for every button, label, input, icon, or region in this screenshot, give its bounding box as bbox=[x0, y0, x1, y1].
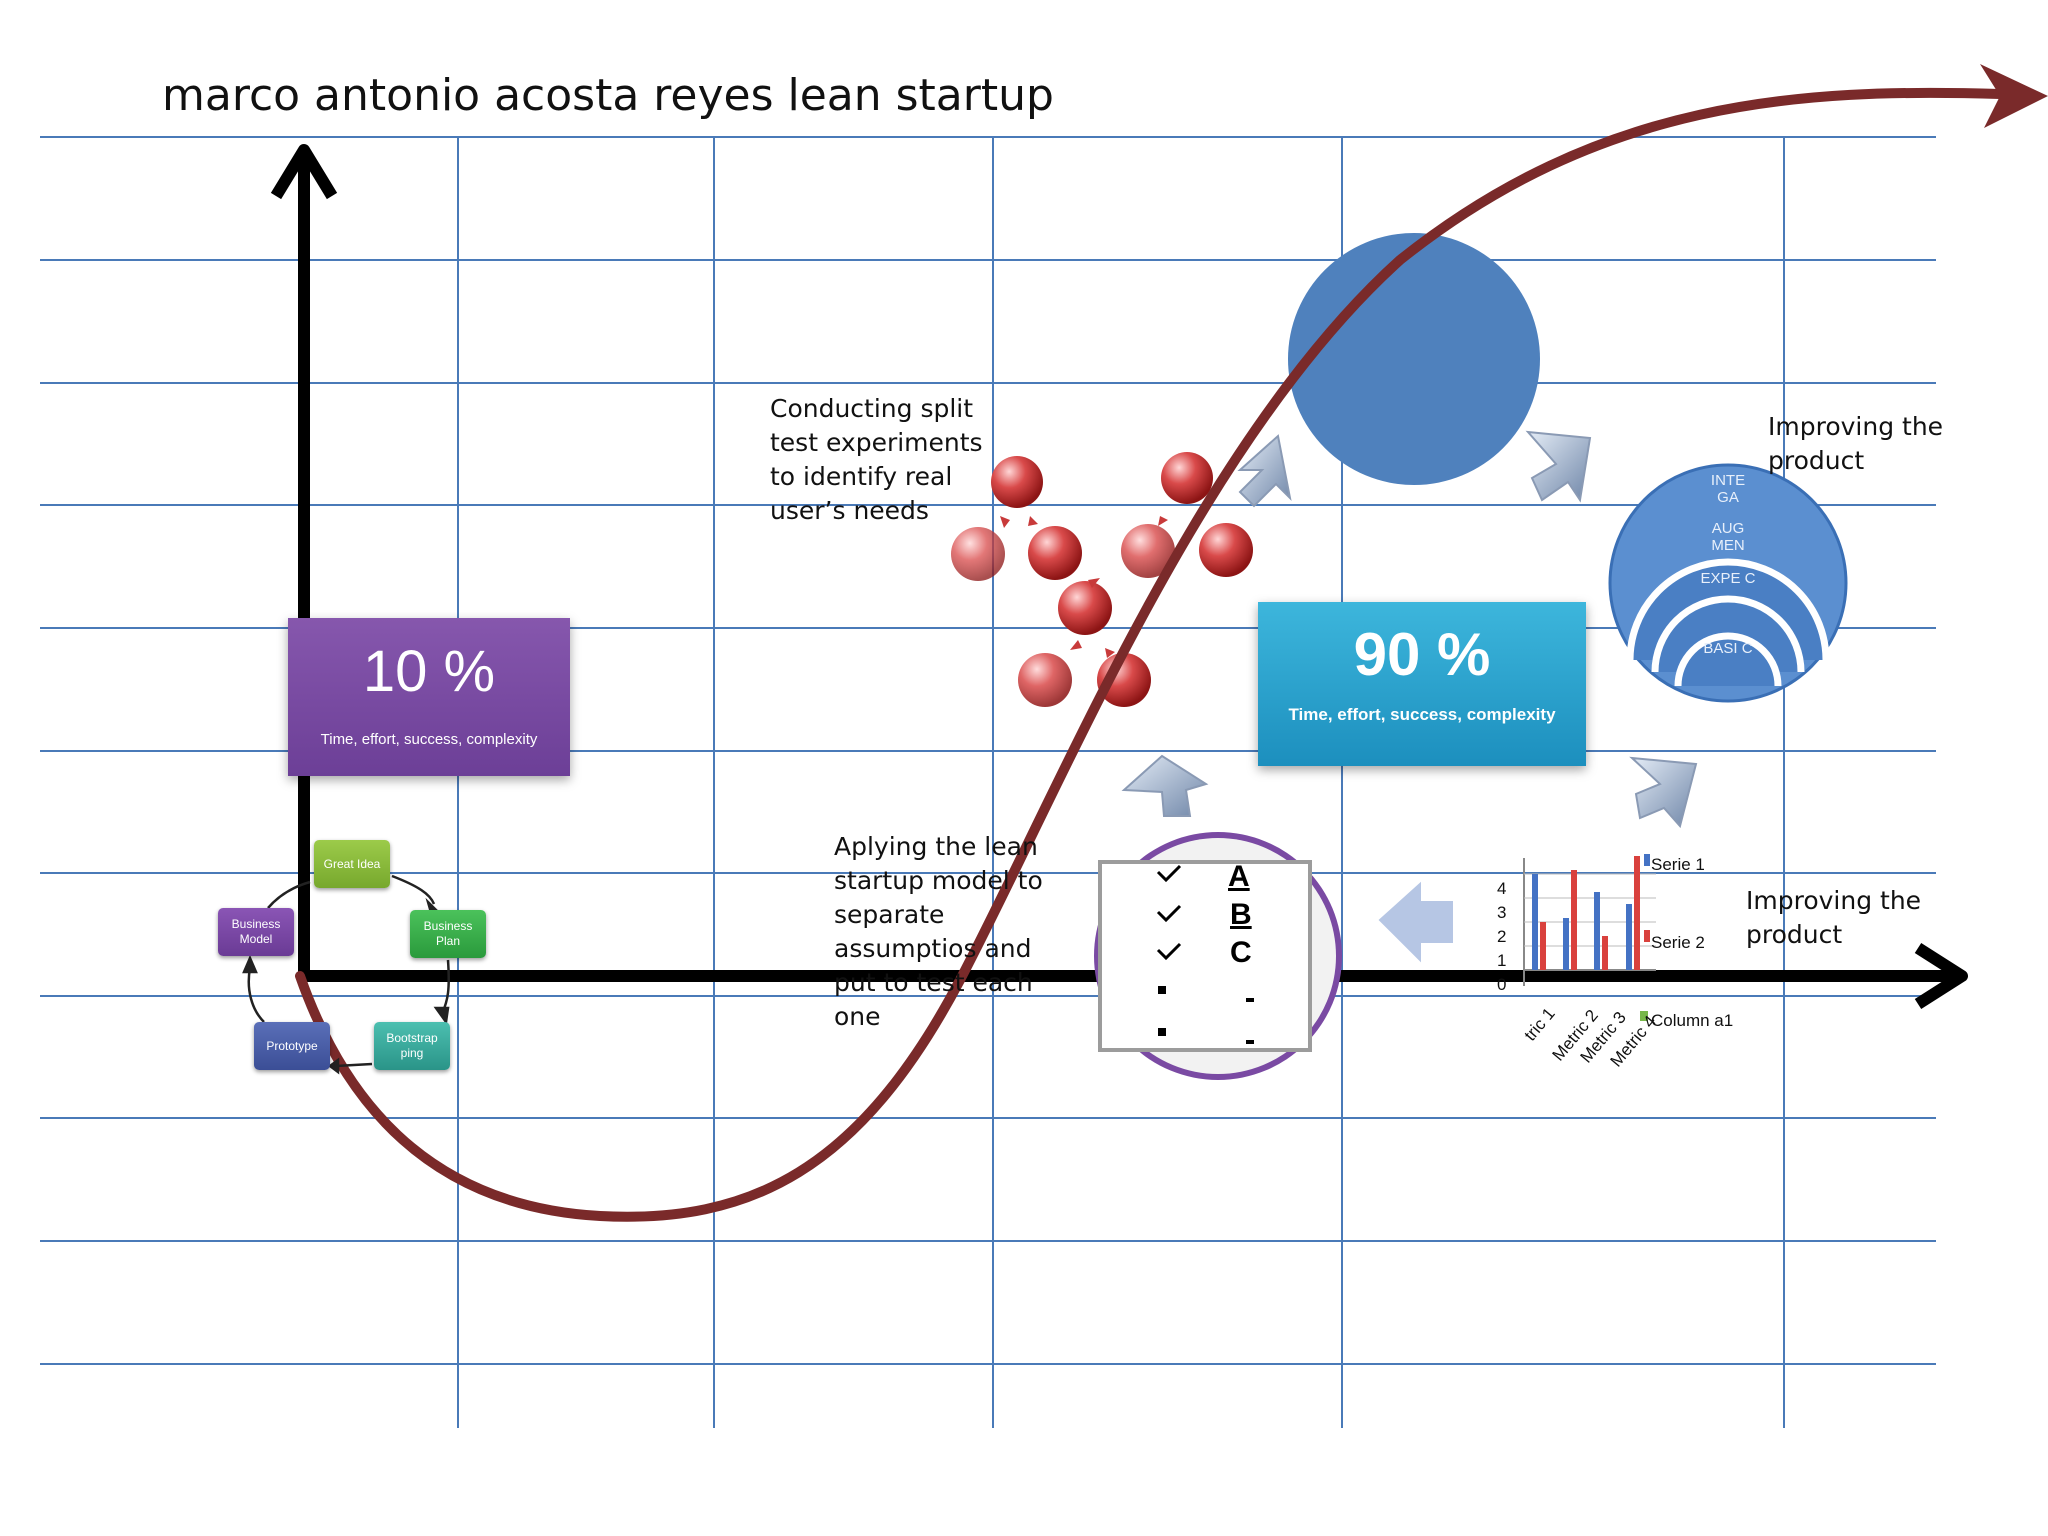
arrow-down-right bbox=[1525, 430, 1592, 503]
mini-y-tick: 0 bbox=[1497, 975, 1506, 994]
mini-y-tick: 1 bbox=[1497, 951, 1506, 970]
checklist-letter-a: A bbox=[1228, 860, 1250, 893]
cycle-node-business-plan: Business Plan bbox=[410, 910, 486, 958]
ring-label-integrated: INTE GA bbox=[1710, 472, 1746, 506]
y-axis-arrowhead bbox=[270, 144, 338, 200]
stat-10-value: 10 % bbox=[362, 639, 496, 704]
growth-curve bbox=[295, 87, 2005, 1222]
stat-10-caption: Time, effort, success, complexity bbox=[320, 731, 538, 748]
checklist-graphic bbox=[1094, 832, 1342, 1080]
arrow-up-right bbox=[1237, 434, 1292, 508]
arrow-up bbox=[1121, 754, 1209, 817]
ring-label-basic: BASI C bbox=[1703, 640, 1753, 657]
ring-label-expected: EXPE C bbox=[1700, 570, 1756, 587]
stat-90-value: 90 % bbox=[1353, 621, 1491, 688]
mini-y-tick: 2 bbox=[1497, 927, 1506, 946]
mini-x-label: tric 1 bbox=[1521, 1004, 1559, 1044]
grid bbox=[40, 136, 1936, 1428]
arrow-down bbox=[1629, 756, 1698, 829]
checklist-letter-b: B bbox=[1230, 898, 1252, 931]
stat-box-90: 90 % Time, effort, success, complexity bbox=[1258, 602, 1586, 766]
growth-curve-arrowhead bbox=[1980, 64, 2048, 128]
sphere-cluster bbox=[951, 452, 1253, 707]
x-axis-arrowhead bbox=[1914, 942, 1968, 1010]
stat-90-caption: Time, effort, success, complexity bbox=[1288, 705, 1556, 724]
note-split-test: Conducting split test experiments to ide… bbox=[770, 394, 983, 525]
mini-legend-item: Serie 1 bbox=[1651, 855, 1705, 874]
cycle-node-bootstrapping: Bootstrap ping bbox=[374, 1022, 450, 1070]
arrow-left bbox=[1378, 881, 1453, 963]
ring-label-augmented: AUG MEN bbox=[1711, 520, 1745, 554]
note-improving-top: Improving the product bbox=[1768, 412, 1944, 475]
cycle-arrows bbox=[1121, 430, 1698, 963]
concentric-rings-graphic bbox=[1608, 463, 1848, 703]
note-aplying: Aplying the lean startup model to separa… bbox=[834, 832, 1043, 1031]
stat-box-10: 10 % Time, effort, success, complexity bbox=[288, 618, 570, 776]
cycle-node-great-idea: Great Idea bbox=[314, 840, 390, 888]
slide-title: marco antonio acosta reyes lean startup bbox=[162, 70, 1054, 121]
cycle-node-business-model: Business Model bbox=[218, 908, 294, 956]
cycle-node-prototype: Prototype bbox=[254, 1022, 330, 1070]
mini-y-tick: 3 bbox=[1497, 903, 1506, 922]
cycle-connectors bbox=[242, 874, 450, 1075]
mini-legend-item: Serie 2 bbox=[1651, 933, 1705, 952]
blue-circle bbox=[1288, 233, 1540, 485]
checklist-letter-c: C bbox=[1230, 936, 1252, 969]
mini-y-tick: 4 bbox=[1497, 879, 1506, 898]
note-improving-right: Improving the product bbox=[1746, 886, 1922, 949]
mini-bar-chart bbox=[1523, 854, 1656, 1021]
mini-legend-item: Column a1 bbox=[1651, 1011, 1733, 1030]
